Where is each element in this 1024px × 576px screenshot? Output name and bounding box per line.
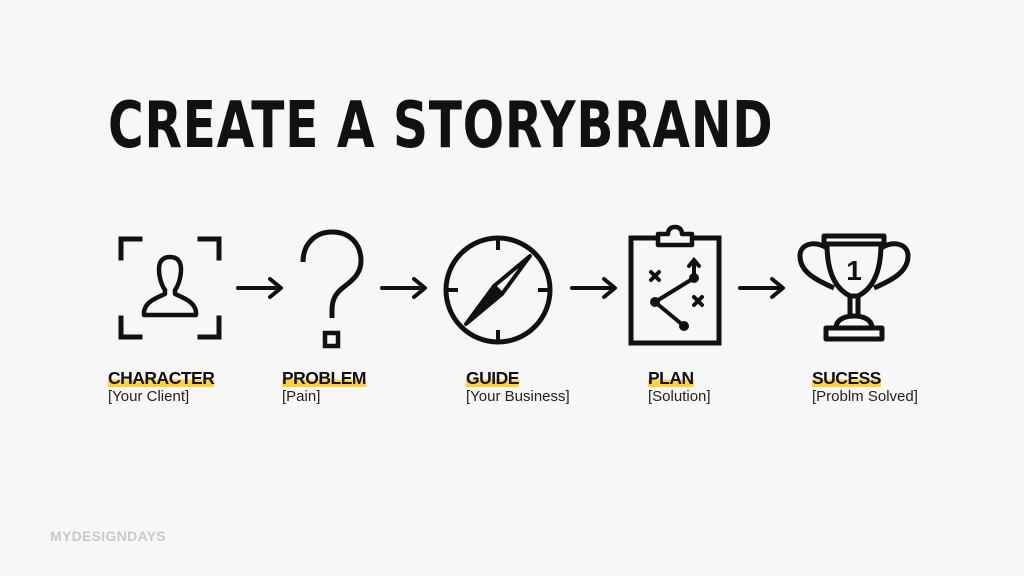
clipboard-plan-icon bbox=[628, 224, 722, 346]
arrow-icon bbox=[236, 277, 283, 299]
step-problem: PROBLEM [Pain] bbox=[282, 368, 367, 406]
step-label: SUCESS bbox=[812, 368, 881, 388]
arrow-icon bbox=[380, 277, 427, 299]
trophy-rank-label: 1 bbox=[846, 255, 862, 286]
step-sublabel: [Your Client] bbox=[108, 388, 190, 405]
step-success: SUCESS [Problm Solved] bbox=[812, 368, 918, 406]
step-label: CHARACTER bbox=[108, 368, 215, 388]
step-label: PROBLEM bbox=[282, 368, 367, 388]
brand-watermark: MYDESIGNDAYS bbox=[50, 528, 166, 544]
user-frame-icon bbox=[118, 236, 222, 340]
arrow-icon bbox=[738, 277, 785, 299]
compass-icon bbox=[443, 235, 553, 345]
step-sublabel: [Pain] bbox=[282, 388, 321, 405]
step-label: PLAN bbox=[648, 368, 694, 388]
step-sublabel: [Problm Solved] bbox=[812, 388, 918, 405]
trophy-icon: 1 bbox=[797, 233, 911, 342]
step-character: CHARACTER [Your Client] bbox=[108, 368, 215, 406]
page-title: CREATE A STORYBRAND bbox=[108, 89, 774, 163]
arrow-icon bbox=[570, 277, 617, 299]
step-plan: PLAN [Solution] bbox=[648, 368, 711, 406]
step-sublabel: [Your Business] bbox=[466, 388, 570, 405]
step-sublabel: [Solution] bbox=[648, 388, 711, 405]
question-mark-icon bbox=[300, 229, 364, 349]
step-label: GUIDE bbox=[466, 368, 519, 388]
step-guide: GUIDE [Your Business] bbox=[466, 368, 570, 406]
